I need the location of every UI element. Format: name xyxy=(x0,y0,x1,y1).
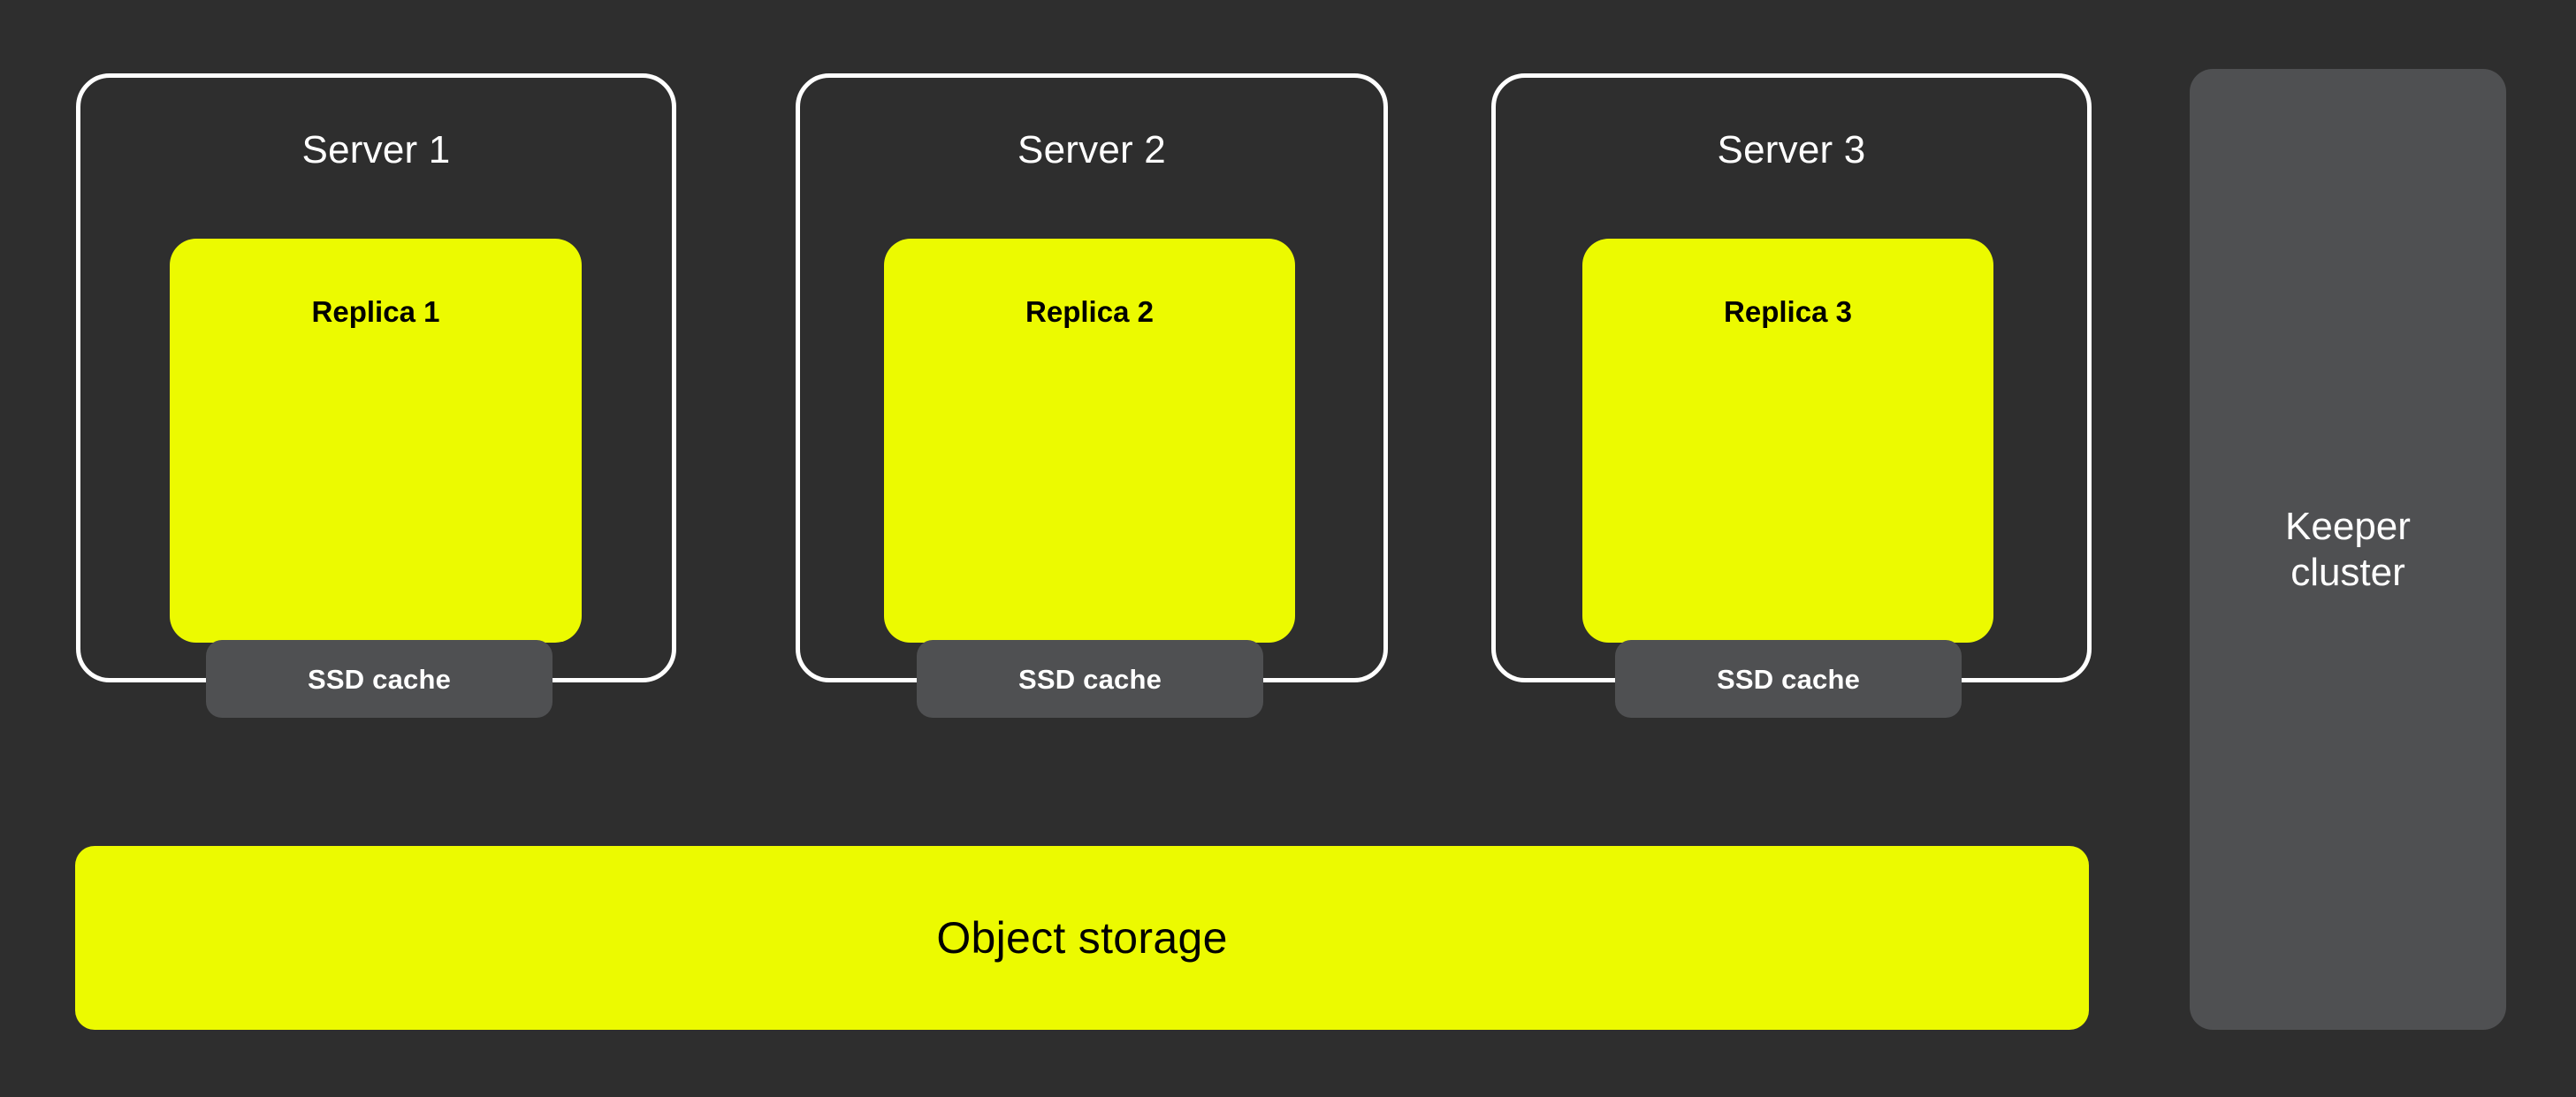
replica-label-2: Replica 2 xyxy=(1025,295,1154,328)
replica-box-3: Replica 3 xyxy=(1582,239,1993,643)
replica-label-1: Replica 1 xyxy=(311,295,440,328)
server-title-1: Server 1 xyxy=(301,128,451,171)
server-title-3: Server 3 xyxy=(1717,128,1866,171)
ssd-cache-label-2: SSD cache xyxy=(1017,663,1162,695)
replica-label-3: Replica 3 xyxy=(1724,295,1852,328)
ssd-cache-box-3: SSD cache xyxy=(1615,640,1962,718)
replica-box-1: Replica 1 xyxy=(170,239,582,643)
ssd-cache-label-1: SSD cache xyxy=(307,663,452,695)
replica-box-2: Replica 2 xyxy=(884,239,1295,643)
ssd-cache-box-2: SSD cache xyxy=(917,640,1263,718)
ssd-cache-label-3: SSD cache xyxy=(1716,663,1861,695)
server-title-2: Server 2 xyxy=(1017,128,1166,171)
object-storage-bar: Object storage xyxy=(75,846,2089,1030)
object-storage-label: Object storage xyxy=(936,913,1228,963)
keeper-cluster-label: Keeper cluster xyxy=(2285,504,2411,594)
keeper-cluster-panel: Keeper cluster xyxy=(2190,69,2506,1030)
ssd-cache-box-1: SSD cache xyxy=(206,640,553,718)
